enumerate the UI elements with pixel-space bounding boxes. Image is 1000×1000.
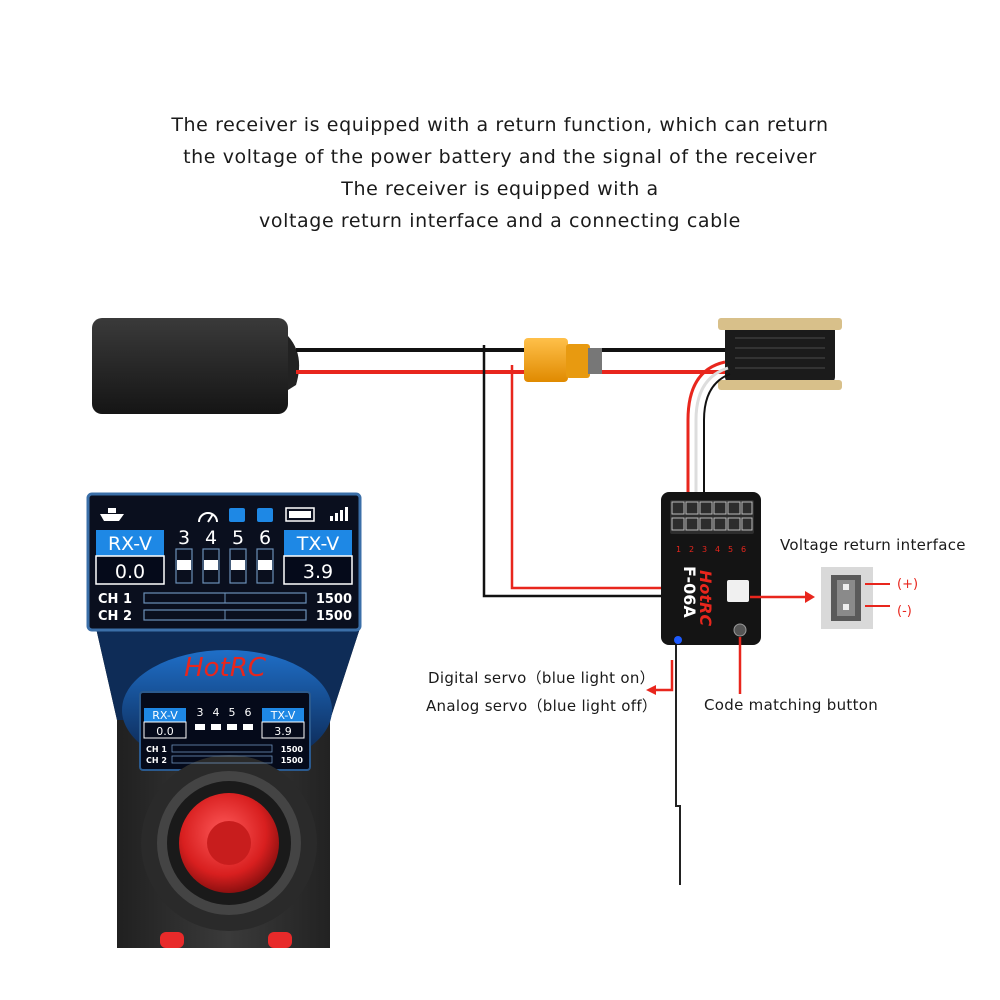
small-channel-5: 5 [229,706,236,719]
xt60-connector [524,338,602,382]
rx-v-label: RX-V [108,533,152,555]
battery-icon [285,507,315,522]
description-line-3: The receiver is equipped with a [341,178,659,200]
tx-v-label: TX-V [296,533,339,555]
screen-channel-5: 5 [232,527,244,549]
small-ch2-value: 1500 [281,756,304,765]
ch2-value: 1500 [316,609,352,624]
antenna [675,645,681,885]
description-line-2: the voltage of the power battery and the… [183,146,817,168]
small-ch1-value: 1500 [281,745,304,754]
receiver-brand: HotRC [696,570,715,626]
receiver-channel-4: 4 [715,545,720,554]
receiver-channel-3: 3 [702,545,707,554]
esc-module [718,318,842,390]
return-cable-black [482,345,735,598]
description-line-1: The receiver is equipped with a return f… [171,114,829,136]
servo-led-pointer [656,660,674,692]
plus-terminal-label: (+) [897,577,918,592]
analog-servo-label: Analog servo（blue light off） [426,697,658,715]
code-matching-label: Code matching button [704,696,879,714]
screen-channel-6: 6 [259,527,271,549]
minus-terminal-label: (-) [897,604,912,619]
small-rx-v-label: RX-V [152,709,178,722]
small-channel-6: 6 [245,706,252,719]
small-tx-v-value: 3.9 [274,725,292,738]
transmitter-brand-logo: HotRC [184,653,267,683]
voltage-return-label: Voltage return interface [780,536,966,554]
receiver-channel-6: 6 [741,545,746,554]
small-tx-v-label: TX-V [270,709,296,722]
description-line-4: voltage return interface and a connectin… [259,210,741,232]
small-rx-v-value: 0.0 [156,725,174,738]
return-cable-red [510,365,735,590]
small-channel-4: 4 [213,706,220,719]
speedometer-icon [198,512,218,523]
screen-channel-3: 3 [178,527,190,549]
lock-icon [257,508,273,522]
boat-icon [100,508,124,521]
digital-servo-label: Digital servo（blue light on） [428,669,655,687]
receiver [661,492,761,645]
battery [92,318,300,414]
ch2-label: CH 2 [98,609,132,624]
receiver-channel-5: 5 [728,545,733,554]
receiver-channel-2: 2 [689,545,694,554]
small-ch1-label: CH 1 [146,745,167,754]
sync-icon [229,508,245,522]
small-channel-3: 3 [197,706,204,719]
small-ch2-label: CH 2 [146,756,167,765]
ch1-value: 1500 [316,592,352,607]
rx-v-value: 0.0 [115,561,145,583]
receiver-channel-1: 1 [676,545,681,554]
screen-channel-4: 4 [205,527,217,549]
receiver-model: F-06A [680,566,699,618]
ch1-label: CH 1 [98,592,132,607]
return-interface-connector [821,567,873,629]
signal-icon [330,507,348,521]
tx-v-value: 3.9 [303,561,333,583]
